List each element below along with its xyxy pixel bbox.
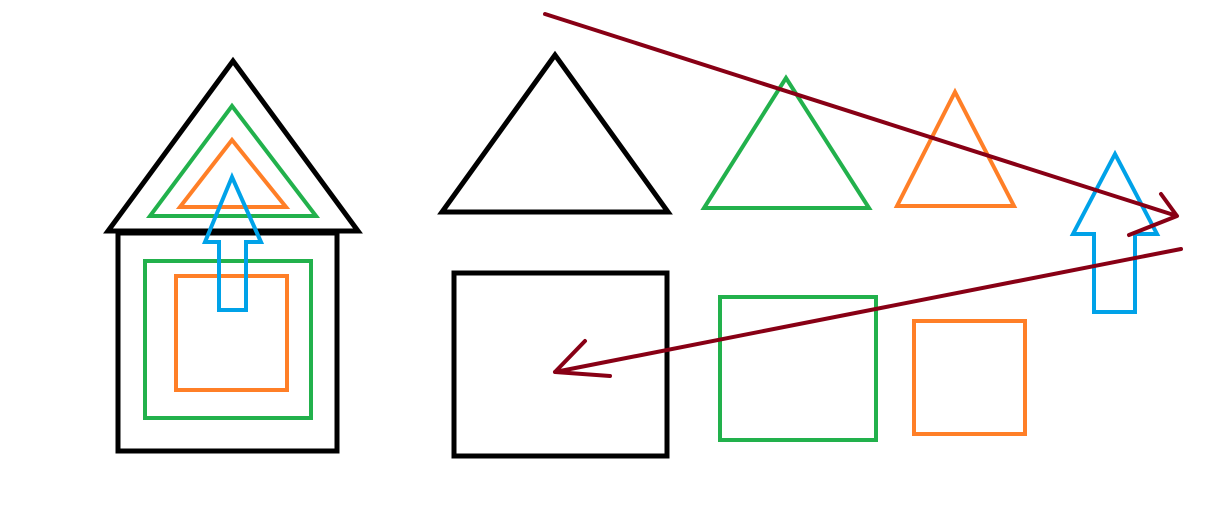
- house-roof-orange-triangle: [175, 136, 291, 209]
- assembled-house: [103, 56, 363, 454]
- separated-shapes: [437, 50, 1161, 459]
- top-flow-arrow: [543, 12, 1179, 237]
- separate-orange-square: [912, 319, 1027, 436]
- house-up-arrow-icon: [202, 171, 265, 312]
- separate-black-triangle: [437, 50, 673, 215]
- separate-green-triangle: [700, 74, 873, 210]
- separate-up-arrow-icon: [1069, 149, 1161, 314]
- flow-arrows: [543, 12, 1183, 378]
- separate-black-square: [451, 270, 670, 459]
- bottom-flow-arrow: [553, 247, 1183, 378]
- house-body-black-square: [115, 230, 340, 454]
- house-body-orange-square: [174, 274, 289, 392]
- house-body-green-square: [143, 259, 313, 420]
- house-roof-green-triangle: [146, 102, 321, 218]
- separate-green-square: [718, 295, 878, 442]
- separate-orange-triangle: [893, 87, 1018, 208]
